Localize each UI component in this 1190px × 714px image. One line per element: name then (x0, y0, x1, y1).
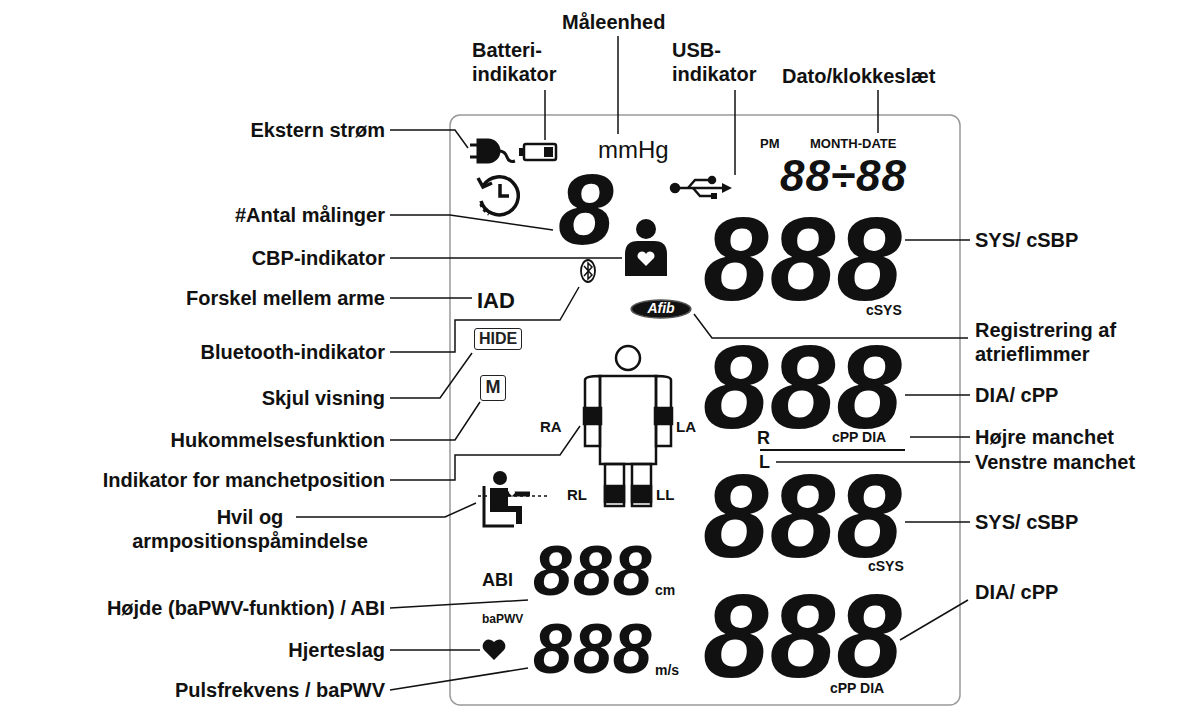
callout: Forskel mellem arme (186, 286, 385, 310)
lcd-tag: m/s (655, 662, 679, 679)
afib-oval-shape (631, 300, 691, 318)
callout: Ekstern strøm (251, 118, 386, 142)
callout: Bluetooth-indikator (201, 340, 385, 364)
limb-label: RL (567, 486, 587, 504)
callout: SYS/ cSBP (975, 510, 1078, 534)
segment-digits: 888 (533, 536, 653, 606)
callout: Højre manchet (975, 425, 1114, 449)
segment-date: 88÷88 (780, 154, 907, 198)
callout: Hvil og armpositionspåmindelse (115, 505, 385, 553)
callout: CBP-indikator (252, 246, 385, 270)
callout: Højde (baPWV-funktion) / ABI (107, 596, 385, 620)
cbp-person-icon (625, 219, 667, 276)
callout: Pulsfrekvens / baPWV (175, 678, 385, 702)
node-text: HIDE (479, 330, 517, 348)
callout: #Antal målinger (235, 203, 385, 227)
callout: Skjul visning (262, 386, 385, 410)
lcd-tag: MONTH-DATE (810, 136, 896, 152)
callout: DIA/ cPP (975, 580, 1058, 604)
cuff-letter: R (757, 428, 770, 450)
plug-icon (470, 140, 515, 162)
lcd-tag: cSYS (868, 558, 904, 575)
afib-badge: Afib (630, 299, 692, 319)
indicator-box: M (480, 375, 506, 401)
clock-icon (478, 177, 518, 215)
battery-icon (519, 144, 556, 160)
node-text: M (486, 378, 501, 398)
callout: Venstre manchet (975, 450, 1135, 474)
cuff-position-figure (584, 346, 672, 506)
node-text: Afib (647, 301, 674, 316)
callout: Måleenhed (562, 10, 665, 34)
segment-digits: 888 (703, 457, 903, 575)
seated-rest-icon (478, 471, 548, 526)
segment-digits: 888 (533, 614, 653, 684)
limb-label: LL (656, 486, 674, 504)
lcd-tag: baPWV (482, 612, 523, 626)
callout: DIA/ cPP (975, 383, 1058, 407)
limb-label: RA (540, 418, 562, 436)
callout: SYS/ cSBP (975, 228, 1078, 252)
lcd-frame (450, 115, 960, 705)
usb-icon (671, 177, 732, 199)
segment-digits: 888 (703, 577, 903, 695)
callout: Hukommelsesfunktion (171, 428, 385, 452)
cuff-separator (760, 449, 905, 451)
callout: Dato/klokkeslæt (782, 64, 935, 88)
segment-digit: 8 (558, 159, 615, 259)
lcd-tag: cSYS (866, 302, 902, 319)
limb-label: LA (676, 418, 696, 436)
callout: Batteri- indikator (472, 38, 567, 86)
callout: Hjerteslag (288, 638, 385, 662)
callout: Registrering af atrieflimmer (975, 318, 1175, 366)
lcd-tag: cm (655, 582, 675, 599)
segment-digits: 888 (703, 328, 903, 446)
lcd-tag: cPP DIA (832, 429, 886, 446)
callout: USB- indikator (672, 38, 767, 86)
lcd-indicator: ABI (482, 570, 513, 592)
lcd-indicator: IAD (477, 288, 515, 314)
callout: Indikator for manchetposition (103, 468, 385, 492)
lcd-tag: cPP DIA (830, 680, 884, 697)
heartbeat-icon (483, 640, 506, 660)
segment-digits: 888 (703, 200, 903, 318)
lcd-tag: PM (760, 136, 780, 152)
bluetooth-icon (581, 260, 595, 282)
indicator-box: HIDE (474, 328, 522, 350)
